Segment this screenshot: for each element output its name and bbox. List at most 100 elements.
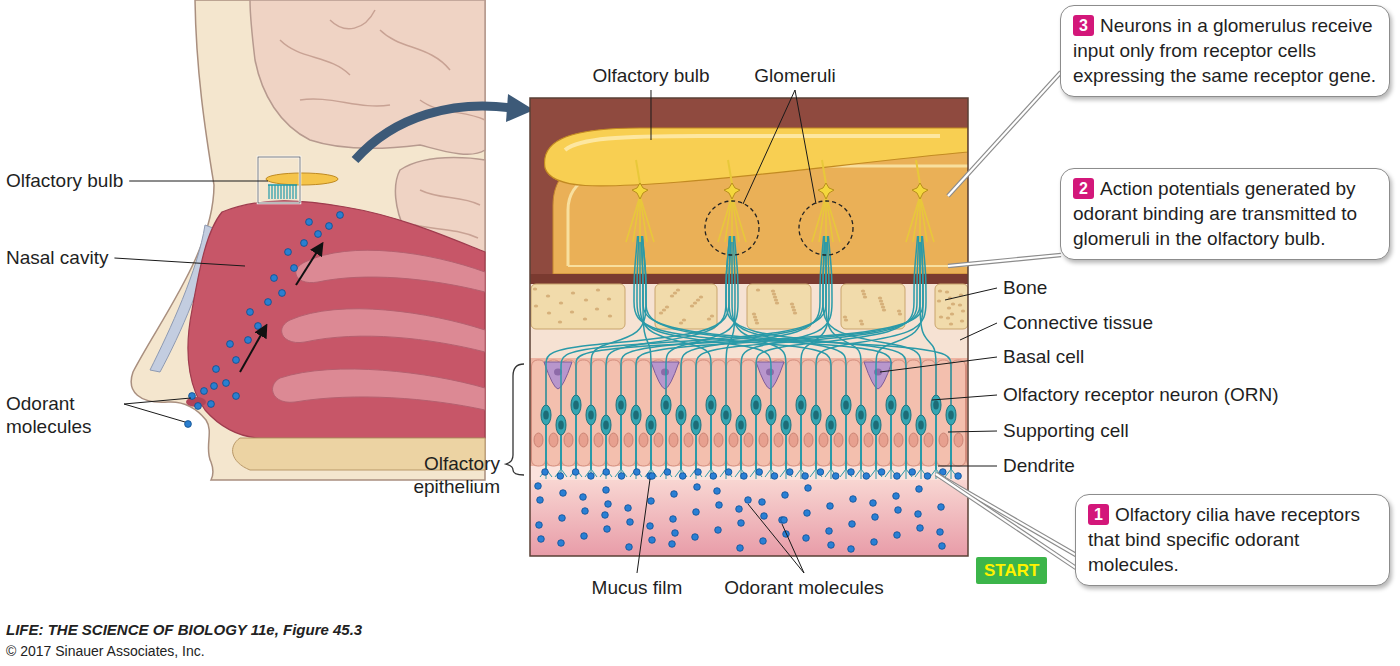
olfactory-nerve: [295, 185, 296, 199]
part-label: Olfactory bulb: [592, 64, 709, 87]
cell-nucleus: [888, 401, 894, 410]
odorant-molecules: [185, 212, 344, 428]
olfactory-cilium: [786, 469, 787, 479]
axon: [636, 236, 920, 405]
odorant-molecule: [756, 469, 763, 476]
odorant-molecule: [580, 494, 587, 501]
receptor-neuron: [676, 405, 686, 425]
receptor-neuron: [721, 405, 731, 425]
dendrite: [560, 435, 562, 469]
olfactory-cilium: [846, 469, 847, 479]
part-label: Olfactory bulb: [6, 169, 123, 192]
callout-number: 1: [1088, 504, 1109, 525]
bone-speckle: [559, 302, 563, 305]
olfactory-cilium: [756, 469, 762, 477]
odorant-molecule: [625, 505, 632, 512]
odorant-molecule: [536, 522, 543, 529]
odorant-molecule: [559, 515, 566, 522]
axon: [756, 236, 918, 395]
cell-nucleus: [639, 433, 648, 447]
odorant-molecule: [233, 357, 240, 364]
odorant-molecule: [715, 527, 722, 534]
leader-line: [945, 288, 997, 300]
dendrite: [635, 425, 637, 469]
mitral-dendrite: [732, 196, 739, 242]
bone-speckle: [880, 303, 884, 306]
bone-speckle: [882, 309, 886, 312]
odorant-molecule: [669, 541, 676, 548]
bone-speckle: [755, 322, 759, 325]
cell-nucleus: [759, 433, 768, 447]
cell-nucleus: [609, 433, 618, 447]
odorant-molecule: [828, 542, 835, 549]
receptor-neuron: [601, 415, 611, 435]
brain-gyrus: [380, 30, 450, 70]
odorant-molecule: [694, 484, 701, 491]
cell-nucleus: [714, 433, 723, 447]
cell-nucleus: [858, 411, 864, 420]
cell-nucleus: [864, 433, 873, 447]
olfactory-nerve: [289, 185, 290, 199]
leader-line: [124, 404, 185, 422]
mitral-dendrite: [725, 196, 732, 242]
bone-speckle: [939, 316, 943, 319]
odorant-molecule: [560, 490, 567, 497]
bone-speckle: [571, 292, 575, 295]
odorant-molecule: [271, 275, 278, 282]
axon: [726, 236, 906, 405]
cell-nucleus: [564, 433, 573, 447]
bone-speckle: [843, 316, 847, 319]
olfactory-nerve: [271, 185, 272, 199]
mitral-dendrite: [633, 196, 640, 242]
odorant-molecule: [915, 511, 922, 518]
odorant-molecule: [737, 545, 744, 552]
mucus-film: [530, 466, 968, 480]
cell-nucleus: [766, 369, 774, 376]
olfactory-nerve: [277, 185, 278, 199]
odorant-molecule: [848, 469, 855, 476]
odorant-molecule: [582, 508, 589, 515]
mitral-axon: [916, 160, 920, 184]
odorant-molecule: [939, 543, 946, 550]
odorant-molecule: [245, 337, 252, 344]
cell-nucleus: [661, 369, 669, 376]
olfactory-cilium: [870, 469, 876, 477]
cell-nucleus: [873, 421, 879, 430]
callout-number: 2: [1073, 178, 1094, 199]
bone-speckle: [958, 304, 962, 307]
olfactory-cilium: [840, 469, 846, 477]
odorant-molecule: [710, 473, 717, 480]
olfactory-bulb-small: [266, 173, 338, 185]
brain-gyrus: [420, 190, 480, 205]
bone-speckle: [898, 313, 902, 316]
odorant-molecule: [285, 249, 292, 256]
cell-nucleus: [843, 401, 849, 410]
bone-speckle: [937, 300, 941, 303]
odorant-molecule: [924, 473, 931, 480]
nasal-concha: [282, 309, 485, 352]
leader-line: [650, 90, 651, 140]
cell-nucleus: [693, 421, 699, 430]
part-label: Odorant molecules: [724, 576, 883, 599]
odorant-molecule: [671, 491, 678, 498]
odorant-molecule: [725, 469, 732, 476]
receptor-neuron: [616, 395, 626, 415]
leader-line: [782, 524, 804, 573]
odorant-molecule: [306, 219, 313, 226]
mitral-axon: [728, 160, 732, 184]
cell-nucleus: [918, 421, 924, 430]
odorant-molecule: [848, 546, 855, 553]
bone-speckle: [690, 305, 694, 308]
cell-nucleus: [939, 433, 948, 447]
mitral-dendrite: [640, 196, 647, 242]
odorant-molecule: [605, 501, 612, 508]
part-label: Nasal cavity: [6, 246, 108, 269]
dendrite: [545, 425, 547, 469]
dendrite: [590, 425, 592, 469]
part-label: Olfactory receptor neuron (ORN): [1003, 383, 1279, 406]
glomerulus-outline: [799, 201, 853, 255]
odorant-molecule: [916, 486, 923, 493]
bone-speckle: [861, 290, 865, 293]
cell-nucleus: [573, 401, 579, 410]
odorant-molecule: [626, 544, 633, 551]
